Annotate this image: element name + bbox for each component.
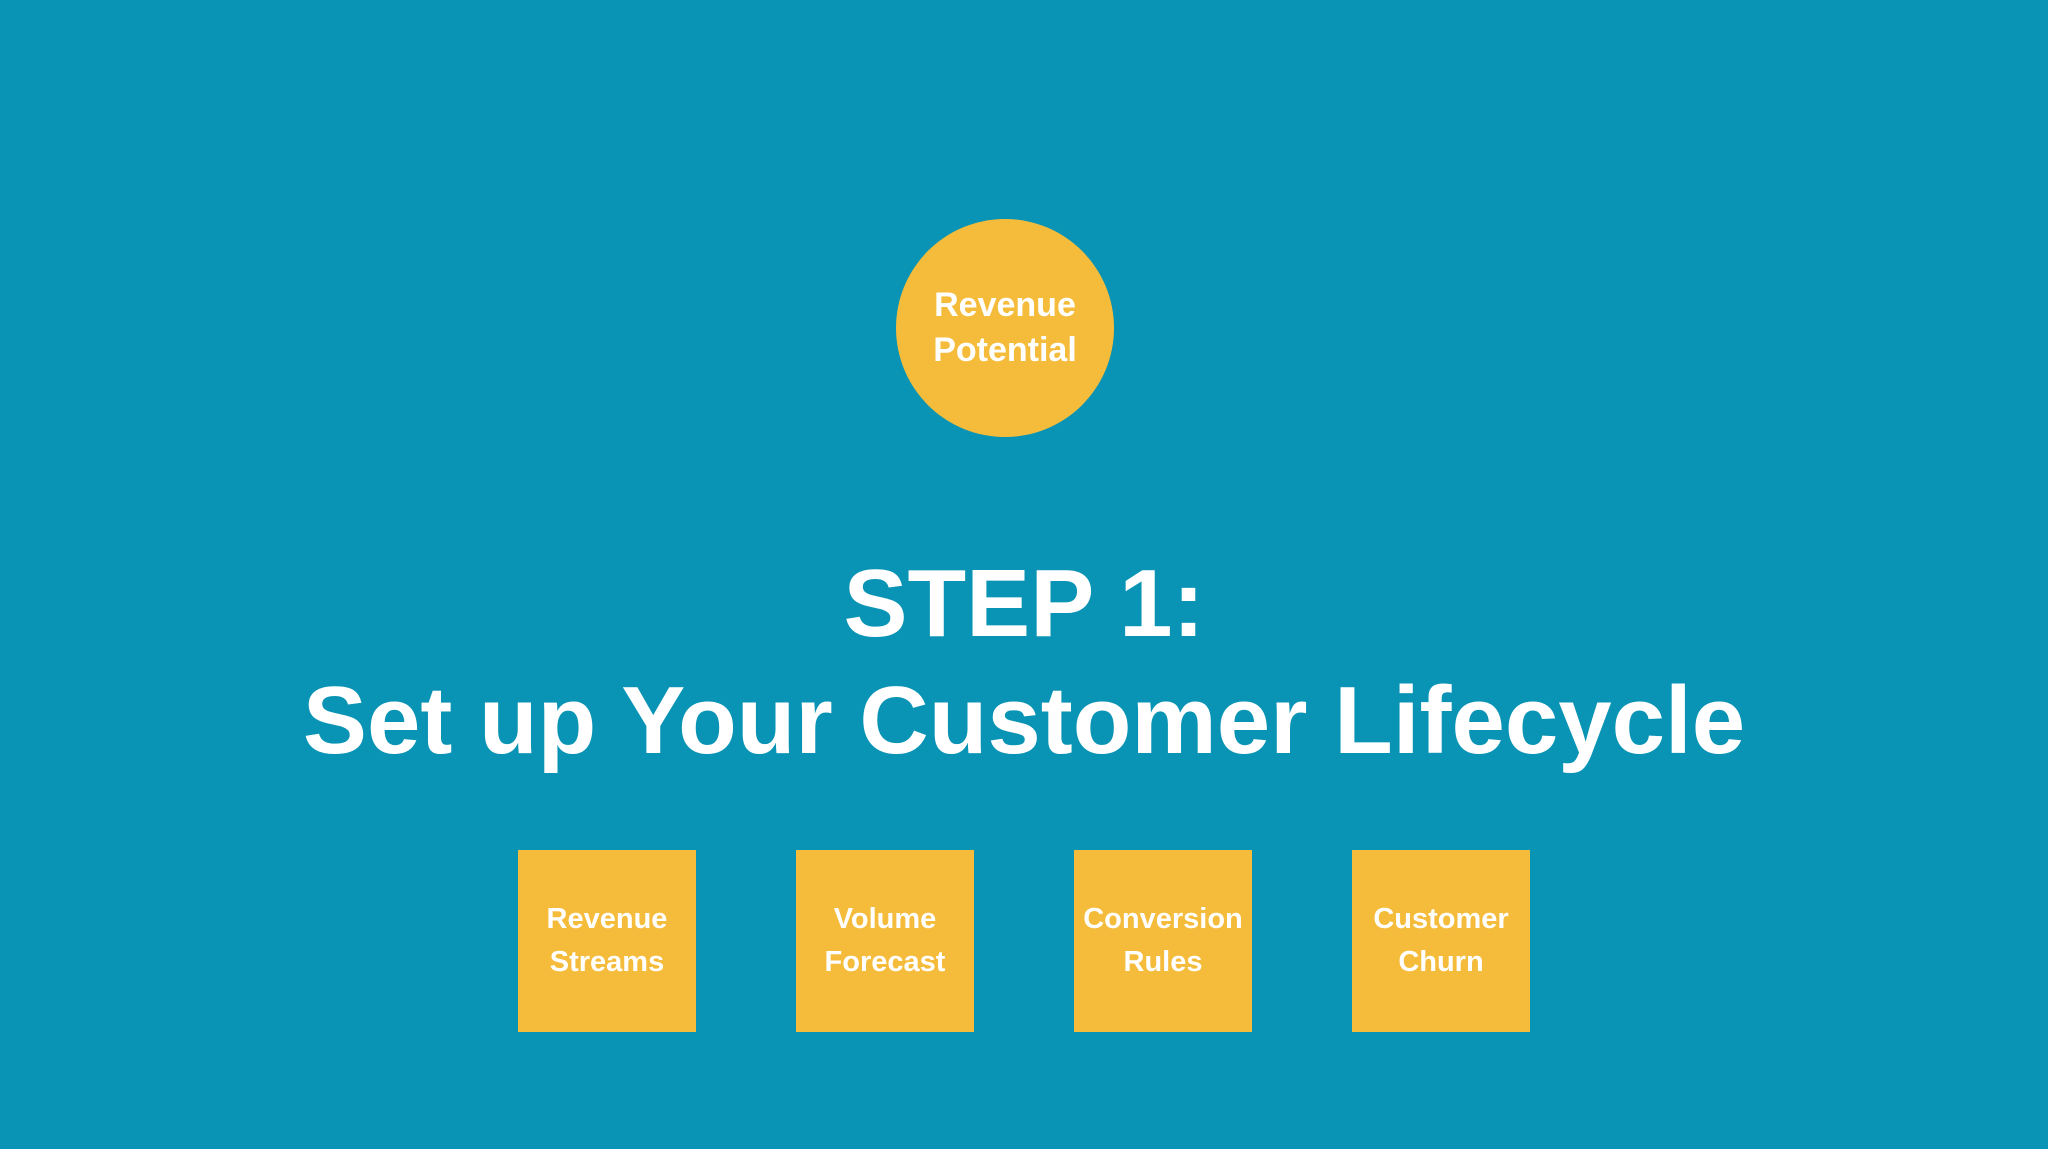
box-volume-forecast: Volume Forecast [796, 850, 974, 1032]
box-label-line2: Churn [1398, 946, 1484, 978]
revenue-potential-circle: Revenue Potential [896, 219, 1114, 437]
box-revenue-streams: Revenue Streams [518, 850, 696, 1032]
box-label-line2: Forecast [824, 946, 946, 978]
page-title-line2: Set up Your Customer Lifecycle [302, 667, 1746, 774]
page-title-line1: STEP 1: [843, 550, 1205, 657]
page-title: STEP 1: Set up Your Customer Lifecycle [0, 545, 2048, 779]
box-label-line2: Streams [549, 946, 665, 978]
box-label-line1: Revenue [546, 903, 668, 935]
box-label-line1: Conversion [1083, 903, 1243, 935]
circle-label-line2: Potential [933, 331, 1077, 369]
lifecycle-boxes-row: Revenue Streams Volume Forecast Conversi… [0, 850, 2048, 1032]
box-label-line1: Volume [833, 903, 937, 935]
circle-label-line1: Revenue [934, 286, 1076, 324]
box-conversion-rules: Conversion Rules [1074, 850, 1252, 1032]
box-customer-churn: Customer Churn [1352, 850, 1530, 1032]
box-label-line1: Customer [1373, 903, 1509, 935]
box-label-line2: Rules [1123, 946, 1203, 978]
